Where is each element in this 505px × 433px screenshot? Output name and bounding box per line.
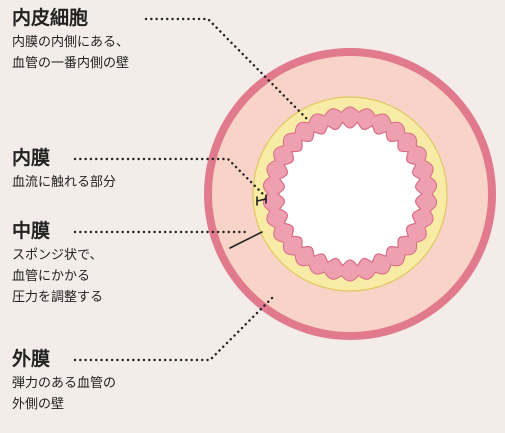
media-thickness-marker [229,231,263,249]
intima-thickness-marker [256,198,267,202]
label-endothelial: 内皮細胞 内膜の内側にある、 血管の一番内側の壁 [12,6,129,74]
label-endothelial-desc: 内膜の内側にある、 血管の一番内側の壁 [12,35,130,71]
label-endothelial-title: 内皮細胞 [12,7,89,29]
label-media-desc: スポンジ状で、 血管にかかる 圧力を調整する [12,248,104,305]
leader-endothelial [144,17,310,122]
label-adventitia-title: 外膜 [12,348,51,370]
label-intima-title: 内膜 [12,147,51,169]
leader-intima [73,157,266,197]
label-media: 中膜 スポンジ状で、 血管にかかる 圧力を調整する [12,219,103,308]
label-adventitia: 外膜 弾力のある血管の 外側の壁 [12,347,116,415]
label-adventitia-desc: 弾力のある血管の 外側の壁 [12,376,117,412]
label-intima-desc: 血流に触れる部分 [12,175,117,190]
label-intima: 内膜 血流に触れる部分 [12,146,116,193]
label-media-title: 中膜 [12,220,51,242]
leader-adventitia [73,294,276,362]
vessel-lumen [277,121,423,267]
